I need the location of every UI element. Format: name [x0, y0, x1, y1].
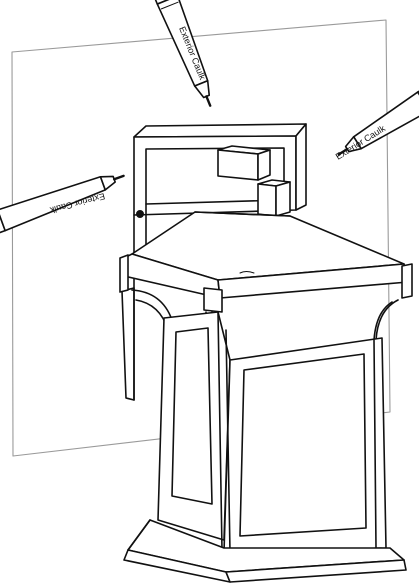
fixture-arm [217, 145, 291, 217]
lantern-base [123, 519, 407, 583]
mounting-screw-hole [136, 210, 145, 219]
lantern-roof [123, 211, 409, 299]
glass-panels [171, 311, 377, 553]
caulk-tube-right [337, 88, 419, 156]
caulk-tube-left [0, 174, 125, 234]
corner-posts [119, 254, 413, 313]
caulk-tube-top [154, 0, 212, 107]
